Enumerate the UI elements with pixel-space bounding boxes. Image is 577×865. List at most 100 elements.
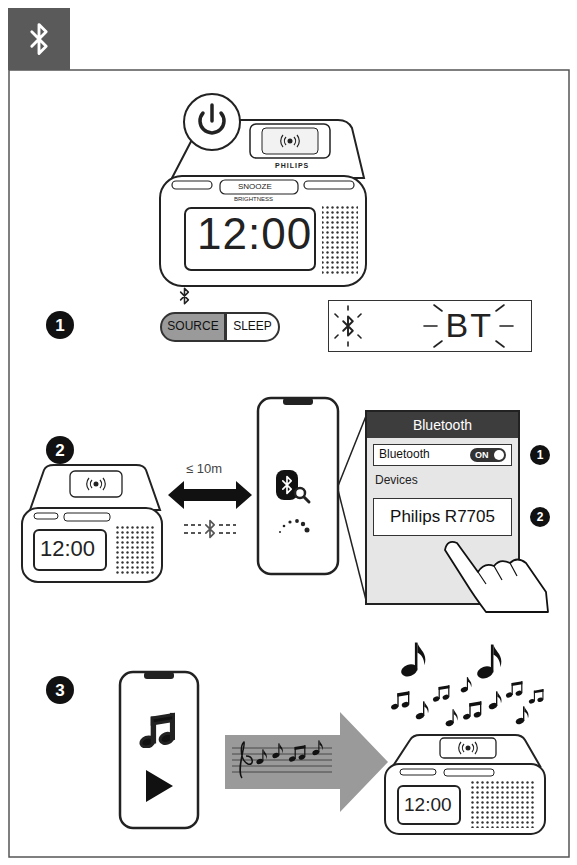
clock-radio-top-part xyxy=(304,181,354,189)
settings-panel: BluetoothDevicesBluetoothONPhilips R7705 xyxy=(365,410,520,605)
step1-icons-part xyxy=(424,325,437,327)
streaming-arrow-part xyxy=(225,712,388,812)
step1-icons xyxy=(181,288,513,347)
phone-step2-part-part xyxy=(305,528,310,533)
range-label: ≤ 10m xyxy=(186,462,222,475)
step1-icons-part xyxy=(358,335,361,338)
clock-display-text: 12:00 xyxy=(404,795,452,814)
phone-step2-part xyxy=(338,490,366,600)
phone-step3-part xyxy=(146,770,173,802)
clock-display-text: 12:00 xyxy=(40,538,95,560)
streaming-arrow-part xyxy=(256,749,267,765)
pointing-hand-part xyxy=(478,563,517,584)
music-notes xyxy=(390,643,543,728)
phone-step2-part-part xyxy=(283,525,286,528)
step1-icons-part xyxy=(358,314,361,317)
range-arrow-part xyxy=(168,481,252,509)
device-list-item: Philips R7705 xyxy=(373,498,512,536)
phone-step2-part xyxy=(338,416,366,486)
clock-radio-top-part xyxy=(262,128,318,154)
music-notes-part xyxy=(415,701,429,720)
phone-step2-part-part xyxy=(301,522,305,526)
clock-radio-step2-part xyxy=(34,513,58,519)
button-label: SLEEP xyxy=(233,320,272,334)
step-number: 1 xyxy=(46,311,74,339)
streaming-arrow-part-part xyxy=(232,760,332,761)
source-button: SOURCE xyxy=(160,312,226,342)
callout-number: 2 xyxy=(530,507,550,527)
pointing-hand-part xyxy=(445,542,548,612)
phone-step3-part xyxy=(140,714,175,748)
step1-icons-part xyxy=(500,325,513,327)
clock-radio-step3-part xyxy=(440,738,496,758)
phone-step2-part-part xyxy=(279,531,281,533)
step1-icons-part xyxy=(496,341,504,347)
range-arrow-part xyxy=(206,521,214,538)
clock-radio-top-part xyxy=(220,180,298,194)
clock-radio-top-part xyxy=(281,135,300,147)
phone-step2-part xyxy=(283,477,291,494)
clock-radio-step2-part xyxy=(22,508,162,582)
clock-radio-top-part xyxy=(160,176,366,286)
streaming-arrow-part xyxy=(272,743,283,759)
clock-radio-top-part xyxy=(250,124,330,158)
streaming-arrow-part-part xyxy=(232,766,332,767)
phone-step2-part xyxy=(283,398,313,405)
phone-step2-part xyxy=(279,519,310,533)
clock-radio-step2-part xyxy=(70,471,122,497)
phone-step2-part-part xyxy=(295,519,299,523)
clock-radio-step2 xyxy=(22,465,162,582)
streaming-arrow-part xyxy=(288,745,305,762)
clock-radio-top-part xyxy=(184,94,240,150)
clock-radio-step3-part xyxy=(398,786,460,824)
clock-display-text: 12:00 xyxy=(197,212,312,256)
music-notes-part xyxy=(505,681,522,698)
clock-radio-step3-part xyxy=(385,764,545,834)
music-notes-part xyxy=(390,691,409,710)
clock-radio-step3-part xyxy=(393,735,540,766)
clock-radio-top xyxy=(160,94,366,286)
brand-label: PHILIPS xyxy=(275,162,309,169)
phone-step3 xyxy=(120,672,198,828)
step1-icons-part xyxy=(496,305,504,311)
clock-radio-step3-part xyxy=(470,780,534,828)
pointing-hand xyxy=(445,542,548,612)
music-notes-part xyxy=(515,706,529,725)
phone-step3-part xyxy=(120,672,198,828)
clock-radio-step3 xyxy=(385,735,545,834)
clock-radio-step3-part xyxy=(400,769,436,775)
step-number: 3 xyxy=(46,676,74,704)
step1-icons-part xyxy=(181,288,189,303)
page-frame-part xyxy=(32,25,46,54)
step1-icons-part xyxy=(343,316,353,335)
music-notes-part xyxy=(445,709,458,727)
streaming-arrow-part-part xyxy=(232,772,332,773)
clock-radio-top-part xyxy=(185,208,315,270)
page-frame xyxy=(8,8,569,857)
music-notes-part xyxy=(488,691,502,710)
setting-label: Bluetooth xyxy=(379,448,430,462)
sleep-button: SLEEP xyxy=(226,312,280,342)
display-text: BT xyxy=(446,306,493,345)
clock-radio-top-part xyxy=(322,204,358,276)
toggle-knob xyxy=(494,450,504,460)
button-label: SOURCE xyxy=(167,320,218,334)
step-number: 2 xyxy=(46,436,74,464)
switch-label: ON xyxy=(475,448,489,462)
panel-header: Bluetooth xyxy=(367,412,518,438)
streaming-arrow xyxy=(225,712,388,812)
button-label: SNOOZE xyxy=(238,183,272,191)
streaming-arrow-part xyxy=(240,742,252,778)
clock-radio-step3-part xyxy=(444,769,494,776)
phone-step2-part-part xyxy=(288,520,291,523)
clock-radio-step2-part xyxy=(64,513,110,521)
step1-icons-part xyxy=(434,341,442,347)
clock-radio-step2-part xyxy=(34,530,106,570)
music-notes-part xyxy=(460,677,472,693)
phone-step2-part xyxy=(304,497,309,502)
step1-icons-part xyxy=(335,335,338,338)
section-label: Devices xyxy=(375,474,418,488)
step1-icons-part xyxy=(434,305,442,311)
music-notes-part xyxy=(400,643,426,679)
